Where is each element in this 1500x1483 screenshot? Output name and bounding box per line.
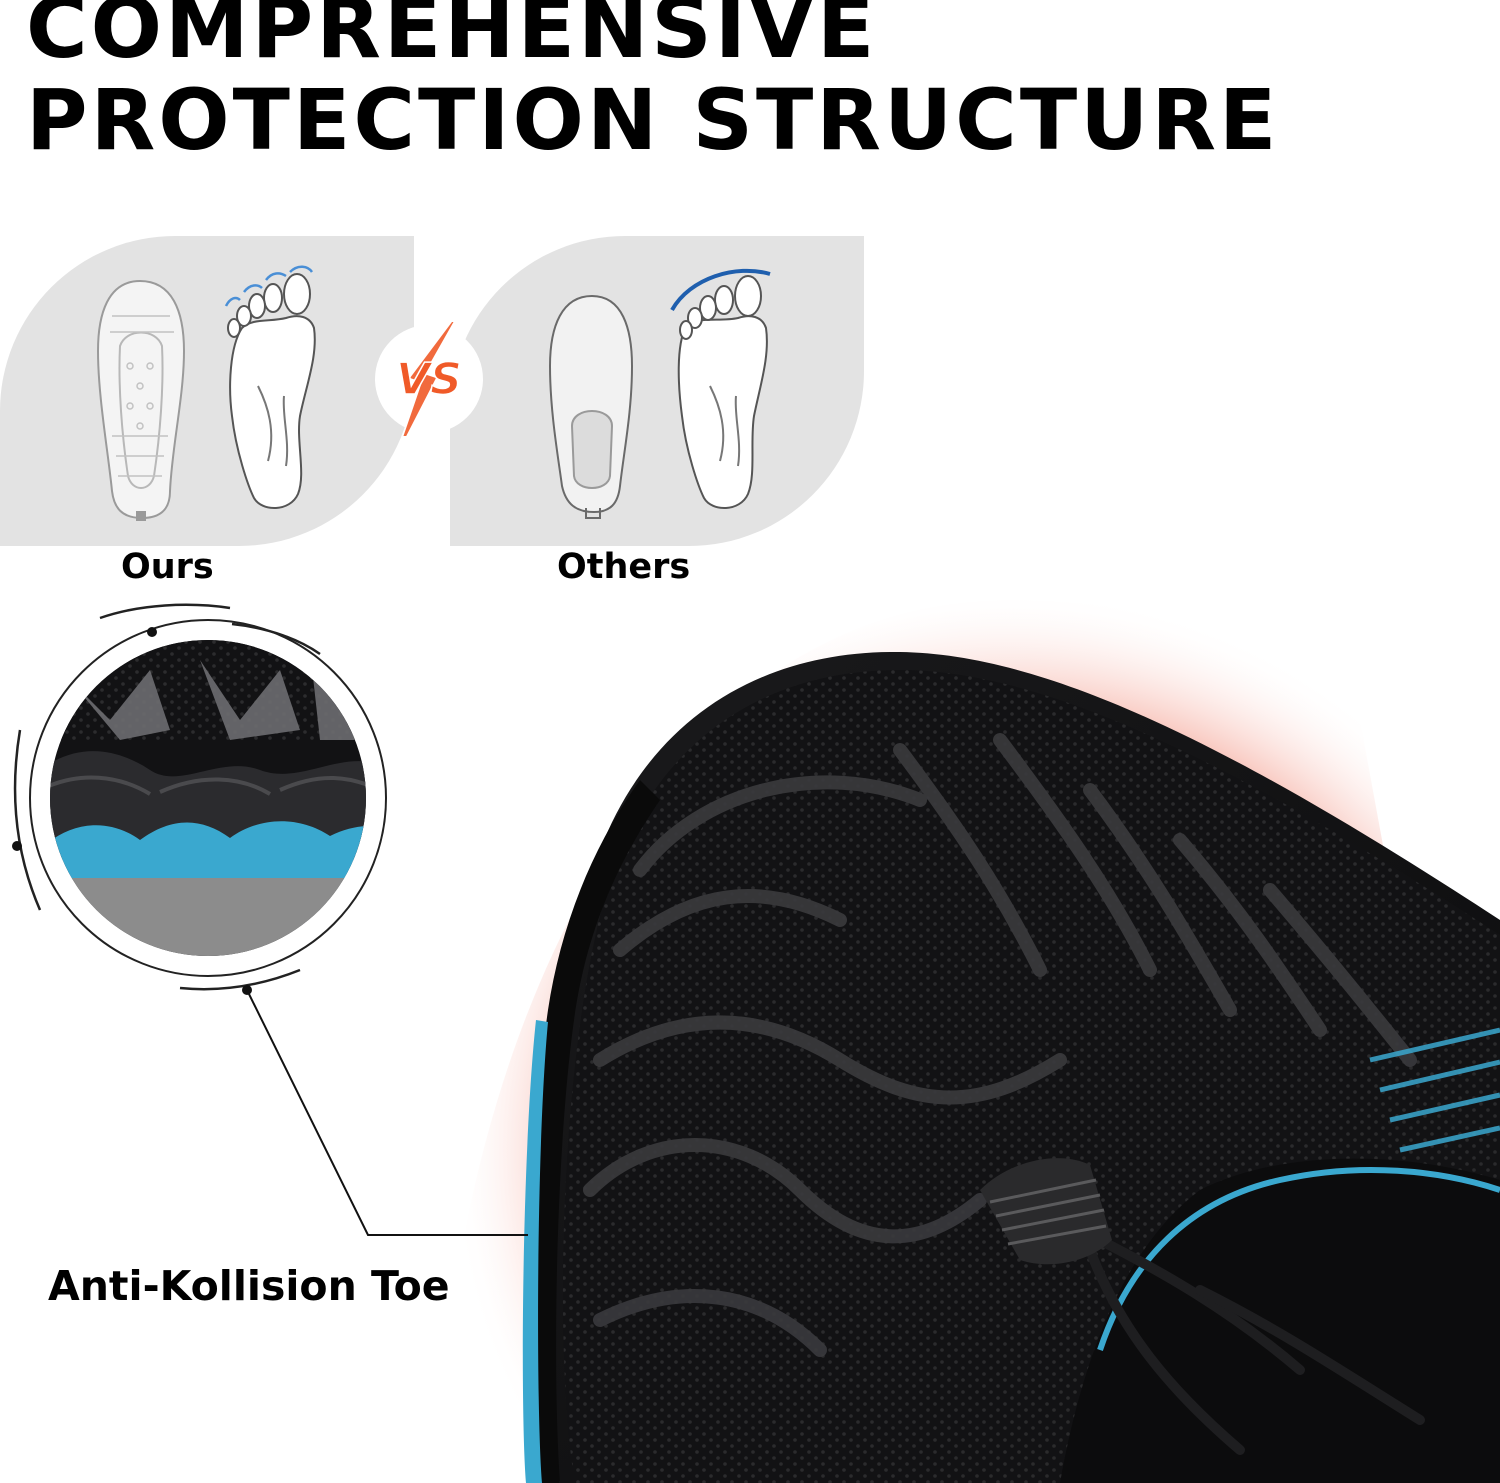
others-foot-illustration bbox=[677, 275, 768, 509]
ours-insole-illustration bbox=[96, 279, 186, 521]
others-label: Others bbox=[557, 547, 691, 587]
zoom-toe-detail bbox=[50, 640, 366, 956]
others-comparison-panel bbox=[450, 236, 864, 546]
shoe-toe-body bbox=[522, 651, 1500, 1483]
headline-line-1: COMPREHENSIVE bbox=[26, 0, 878, 77]
ours-comparison-panel bbox=[0, 236, 414, 546]
others-insole-illustration bbox=[548, 294, 634, 519]
shoe-toe-illustration bbox=[12, 600, 1500, 1483]
vs-badge: VS bbox=[372, 322, 486, 436]
lightning-bolt-icon bbox=[403, 322, 454, 436]
ours-foot-illustration bbox=[227, 273, 316, 509]
headline: COMPREHENSIVE PROTECTION STRUCTURE bbox=[26, 0, 1279, 166]
ours-label: Ours bbox=[121, 547, 214, 587]
others-toe-compression-arc bbox=[670, 268, 771, 312]
blue-sole-edge bbox=[522, 1020, 548, 1483]
zoom-callout bbox=[13, 603, 387, 991]
vs-text: VS bbox=[396, 354, 462, 405]
ours-toe-flex-lines bbox=[224, 265, 314, 307]
headline-line-2: PROTECTION STRUCTURE bbox=[26, 71, 1280, 169]
lace-lock-toggle bbox=[980, 1158, 1112, 1265]
callout-leader-line bbox=[246, 989, 528, 1236]
anti-collision-toe-label: Anti-Kollision Toe bbox=[48, 1262, 450, 1310]
callout-dot-left bbox=[12, 841, 22, 851]
callout-dot-top bbox=[147, 627, 157, 637]
